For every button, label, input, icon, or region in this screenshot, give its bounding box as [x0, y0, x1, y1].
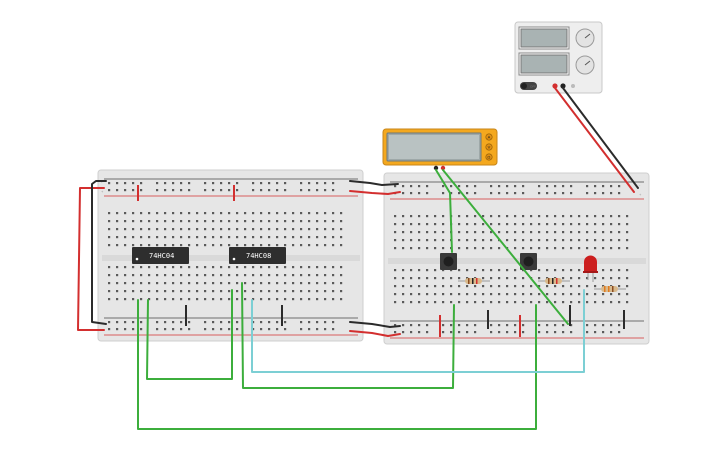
- wire-board-link-bottom-red: [349, 330, 401, 337]
- breadboard-right[interactable]: + -: [383, 172, 650, 345]
- wire-meter-probe-1: [435, 169, 453, 253]
- voltage-knob-icon[interactable]: [575, 28, 595, 48]
- rail-plus-label: +: [101, 189, 104, 194]
- pushbutton-1[interactable]: [440, 253, 457, 270]
- rail-plus-label: +: [639, 192, 642, 197]
- svg-text:A: A: [488, 135, 491, 140]
- power-supply[interactable]: OFF: [514, 21, 603, 94]
- power-switch-label: OFF: [530, 85, 536, 89]
- wire-signal-1: [146, 289, 233, 380]
- current-knob-icon[interactable]: [575, 55, 595, 75]
- resistor-2[interactable]: [538, 278, 570, 284]
- resistor-3[interactable]: [594, 286, 626, 292]
- wires[interactable]: [77, 87, 639, 430]
- svg-text:Ω: Ω: [487, 155, 490, 160]
- voltage-mode-icon[interactable]: A: [485, 133, 493, 141]
- wire-board-link-bottom: [349, 321, 401, 328]
- ic-74hc04-label: 74HC04: [149, 252, 174, 260]
- rail-minus-label: -: [639, 182, 641, 187]
- svg-text:V: V: [488, 145, 491, 150]
- wire-left-rail-negative: [91, 180, 107, 325]
- pushbutton-2[interactable]: [520, 253, 537, 270]
- wire-board-link-top-red: [349, 190, 401, 195]
- wire-meter-probe-2: [442, 169, 569, 325]
- multimeter[interactable]: A V Ω: [382, 128, 498, 171]
- ic-74hc08[interactable]: 74HC08: [229, 247, 286, 264]
- power-switch-icon[interactable]: [520, 82, 537, 90]
- wire-output-led: [251, 289, 585, 373]
- wire-board-link-top: [349, 180, 399, 186]
- board-jumpers[interactable]: [137, 185, 625, 337]
- ic-74hc04[interactable]: 74HC04: [132, 247, 189, 264]
- wire-psu-negative: [562, 87, 639, 189]
- wire-psu-positive: [554, 87, 635, 193]
- wire-signal-2: [241, 282, 455, 389]
- resistance-mode-icon[interactable]: Ω: [485, 153, 493, 161]
- ic-74hc08-label: 74HC08: [246, 252, 271, 260]
- current-mode-icon[interactable]: V: [485, 143, 493, 151]
- resistor-1[interactable]: [458, 278, 490, 284]
- wire-signal-3: [137, 299, 537, 430]
- led-red[interactable]: [583, 255, 598, 283]
